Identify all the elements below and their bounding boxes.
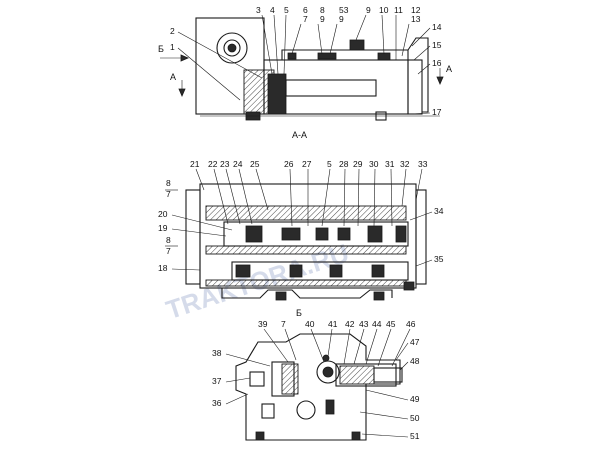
callout-38: 38 — [212, 348, 222, 358]
section-mark-a-right: А — [446, 64, 452, 74]
callout-14: 14 — [432, 22, 442, 32]
callout-45: 45 — [386, 319, 396, 329]
callout-24: 24 — [233, 159, 243, 169]
section-mark-b: Б — [158, 44, 164, 54]
callout-42: 42 — [345, 319, 355, 329]
callout-13: 13 — [411, 14, 421, 24]
mark-8-top: 8 — [166, 178, 171, 188]
callout-43: 43 — [359, 319, 369, 329]
callouts-bottom: 39 7 40 41 42 43 44 45 46 47 48 38 37 36… — [212, 319, 420, 441]
callout-3: 3 — [256, 5, 261, 15]
callout-25: 25 — [250, 159, 260, 169]
callout-28: 28 — [339, 159, 349, 169]
callout-9a: 9 — [320, 14, 325, 24]
callout-20: 20 — [158, 209, 168, 219]
callout-50: 50 — [410, 413, 420, 423]
callout-19: 19 — [158, 223, 168, 233]
callout-34: 34 — [434, 206, 444, 216]
callout-29: 29 — [353, 159, 363, 169]
callout-5b: 5 — [327, 159, 332, 169]
callout-21: 21 — [190, 159, 200, 169]
callout-23: 23 — [220, 159, 230, 169]
callout-32: 32 — [400, 159, 410, 169]
callouts-middle: 21 22 23 24 25 26 27 5 28 29 30 31 32 33… — [158, 159, 444, 273]
callout-1: 1 — [170, 42, 175, 52]
callout-8: 8 — [320, 5, 325, 15]
callout-27: 27 — [302, 159, 312, 169]
callout-40: 40 — [305, 319, 315, 329]
view-label-a-a: А-А — [292, 130, 307, 140]
mark-7-bottom: 7 — [166, 246, 171, 256]
callout-39: 39 — [258, 319, 268, 329]
view-bottom-section — [235, 333, 403, 441]
callout-5: 5 — [284, 5, 289, 15]
callout-6: 6 — [303, 5, 308, 15]
callout-36: 36 — [212, 398, 222, 408]
callout-47: 47 — [410, 337, 420, 347]
callout-10: 10 — [379, 5, 389, 15]
flange-port — [216, 32, 248, 64]
mark-8-bottom: 8 — [166, 235, 171, 245]
callout-17: 17 — [432, 107, 442, 117]
callout-22: 22 — [208, 159, 218, 169]
callout-41: 41 — [328, 319, 338, 329]
callout-11: 11 — [394, 5, 403, 15]
callout-35: 35 — [434, 254, 444, 264]
callout-9b: 9 — [339, 14, 344, 24]
bottom-body — [235, 333, 401, 441]
view-middle-section: 8 7 8 7 Б — [165, 178, 427, 318]
callout-49: 49 — [410, 394, 420, 404]
callout-46: 46 — [406, 319, 416, 329]
callout-9c: 9 — [366, 5, 371, 15]
callouts-top: 1 2 3 4 5 6 7 8 9 53 9 9 10 11 12 13 14 … — [170, 5, 442, 117]
callout-4: 4 — [270, 5, 275, 15]
mark-7-top: 7 — [166, 189, 171, 199]
callout-44: 44 — [372, 319, 382, 329]
callout-48: 48 — [410, 356, 420, 366]
callout-51: 51 — [410, 431, 420, 441]
callout-7: 7 — [303, 14, 308, 24]
callout-18: 18 — [158, 263, 168, 273]
callout-26: 26 — [284, 159, 294, 169]
callout-12: 12 — [411, 5, 421, 15]
callout-30: 30 — [369, 159, 379, 169]
callout-16: 16 — [432, 58, 442, 68]
callout-53: 53 — [339, 5, 349, 15]
callout-37: 37 — [212, 376, 222, 386]
callout-7b: 7 — [281, 319, 286, 329]
callout-33: 33 — [418, 159, 428, 169]
section-mark-a-left: А — [170, 72, 176, 82]
callout-15: 15 — [432, 40, 442, 50]
callout-31: 31 — [385, 159, 395, 169]
view-top-section: Б А А А-А — [158, 17, 452, 140]
callout-2: 2 — [170, 26, 175, 36]
view-label-b: Б — [296, 308, 302, 318]
